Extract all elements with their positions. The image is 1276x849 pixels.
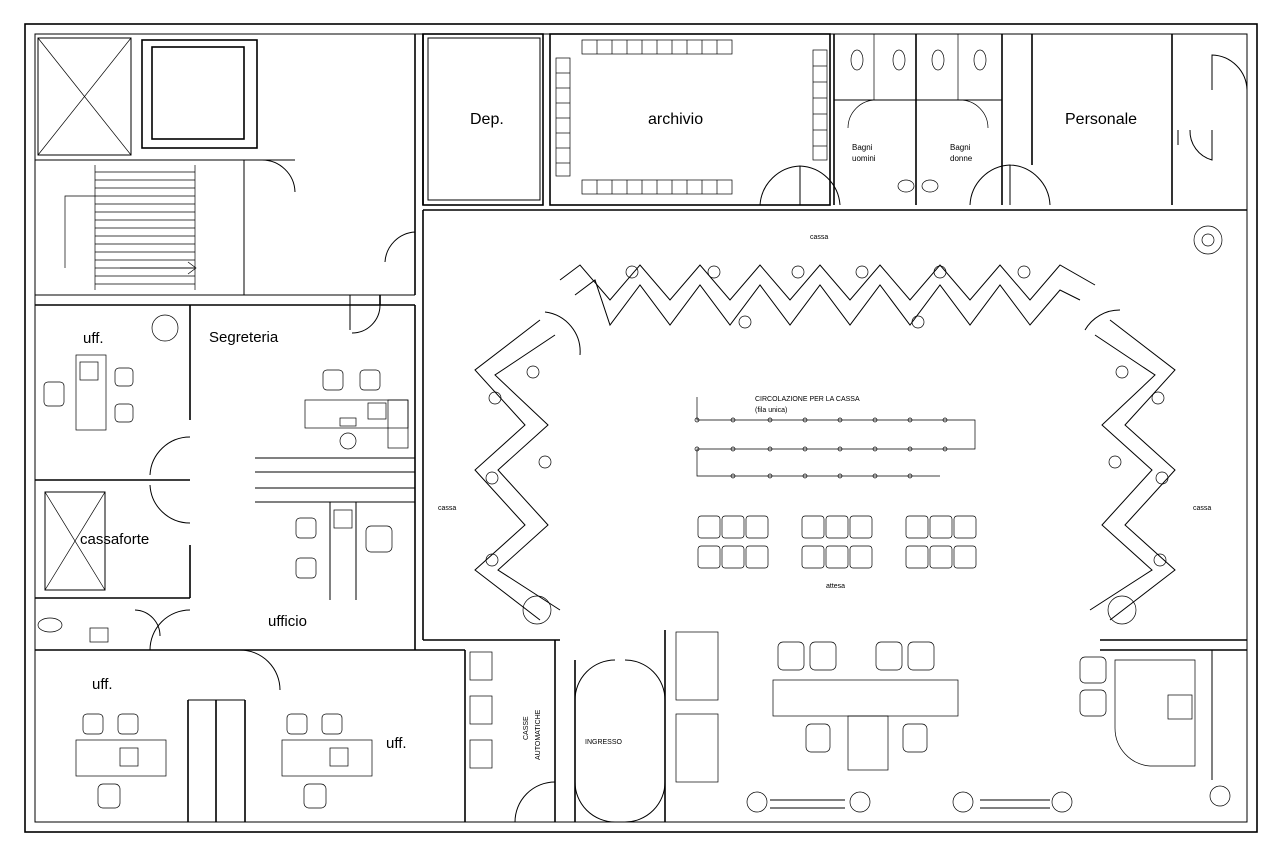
- stair-steps: [64, 165, 197, 290]
- label-segreteria: Segreteria: [209, 329, 279, 346]
- label-bagni-uomini-1: Bagni: [852, 143, 873, 152]
- waiting-seats: attesa: [697, 515, 977, 590]
- room-archivio: archivio: [549, 33, 841, 206]
- label-uff-bottom-left: uff.: [92, 676, 113, 693]
- label-cassa-right: cassa: [1193, 505, 1211, 512]
- room-uff-top: uff.: [43, 314, 179, 431]
- teller-chair-icon: [1108, 365, 1169, 567]
- left-wing-walls: [35, 304, 465, 691]
- sink-icon: [897, 179, 939, 193]
- label-ufficio: ufficio: [268, 613, 307, 630]
- label-casse-automatiche-2: AUTOMATICHE: [535, 709, 542, 760]
- label-archivio: archivio: [648, 111, 703, 128]
- room-cassaforte: cassaforte: [44, 491, 149, 591]
- label-casse-automatiche-1: CASSE: [523, 716, 530, 740]
- archive-shelving: [555, 39, 828, 195]
- room-segreteria: Segreteria: [209, 329, 409, 579]
- bottom-right-office: [1079, 649, 1247, 780]
- small-wc: [37, 617, 109, 643]
- label-uff-bottom-mid: uff.: [386, 735, 407, 752]
- label-circolazione-2: (fila unica): [755, 407, 787, 414]
- atm-area: CASSE AUTOMATICHE: [464, 650, 556, 823]
- queue-barrier: CIRCOLAZIONE PER LA CASSA (fila unica): [694, 396, 976, 479]
- queue-post-icon: [694, 417, 948, 479]
- teller-counter-left: cassa: [438, 319, 561, 621]
- room-dep: Dep.: [422, 33, 544, 206]
- label-bagni-donne-2: donne: [950, 154, 973, 163]
- label-cassa-top: cassa: [810, 234, 828, 241]
- label-circolazione-1: CIRCOLAZIONE PER LA CASSA: [755, 396, 860, 403]
- info-desk: [770, 641, 1050, 809]
- plant-icon: [522, 225, 1231, 813]
- entrance: INGRESSO: [574, 630, 719, 823]
- room-uff-bottom-left: uff.: [75, 676, 246, 822]
- toilet-icon: [850, 49, 987, 71]
- label-bagni-uomini-2: uomini: [852, 154, 876, 163]
- label-ingresso: INGRESSO: [585, 739, 623, 746]
- room-personale: Personale: [969, 34, 1248, 206]
- label-bagni-donne-1: Bagni: [950, 143, 971, 152]
- upper-corridor-walls: [349, 34, 424, 334]
- label-cassa-left: cassa: [438, 505, 456, 512]
- main-hall-walls: [422, 209, 1247, 822]
- label-uff-top: uff.: [83, 330, 104, 347]
- teller-counter-right: cassa: [1089, 319, 1211, 621]
- elevator-and-stairs: [35, 37, 415, 296]
- outer-walls: [24, 23, 1258, 833]
- restrooms: Bagni uomini Bagni donne: [833, 34, 1003, 205]
- label-personale: Personale: [1065, 111, 1137, 128]
- label-dep: Dep.: [470, 111, 504, 128]
- room-uff-bottom-mid: uff.: [281, 713, 407, 809]
- teller-chair-icon: [485, 365, 552, 567]
- label-attesa: attesa: [826, 583, 845, 590]
- teller-chair-icon: [625, 265, 1031, 329]
- label-cassaforte: cassaforte: [80, 531, 149, 548]
- teller-counter-top: cassa: [544, 234, 1121, 356]
